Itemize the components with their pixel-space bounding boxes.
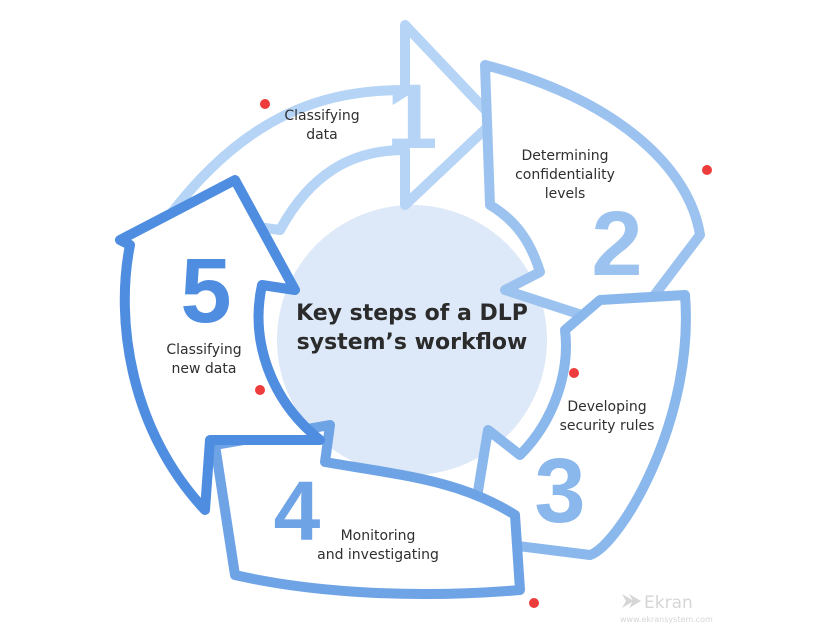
step-2-number: 2	[591, 193, 642, 295]
step-1-label-line: Classifying	[284, 108, 359, 124]
step-3-label: Developing security rules	[560, 399, 655, 434]
step-3-arrow	[465, 290, 691, 560]
red-dot	[260, 99, 270, 109]
center-circle	[277, 205, 547, 475]
step-2-label: Determining confidentiality levels	[515, 148, 615, 202]
step-5-label-line: new data	[172, 361, 237, 377]
red-dots	[255, 99, 712, 608]
step-1-arrow	[165, 20, 500, 235]
ekran-chevron-icon	[622, 594, 641, 608]
step-2-label-line: levels	[545, 186, 586, 202]
step-5-label: Classifying new data	[166, 342, 241, 377]
watermark-brand-name: Ekran	[644, 593, 693, 613]
center-title-line-2: system’s workflow	[297, 330, 528, 355]
step-3-label-line: Developing	[567, 399, 646, 415]
red-dot	[569, 368, 579, 378]
step-numbers: 1 2 3 4 5	[180, 66, 642, 558]
step-1-number: 1	[386, 66, 437, 168]
step-1-label: Classifying data	[284, 108, 359, 143]
step-4-label: Monitoring and investigating	[317, 528, 439, 563]
step-2-label-line: Determining	[521, 148, 608, 164]
center-title-line-1: Key steps of a DLP	[296, 301, 528, 326]
red-dot	[702, 165, 712, 175]
red-dot	[529, 598, 539, 608]
watermark-url: www.ekransystem.com	[620, 615, 713, 624]
step-2-arrow	[480, 60, 705, 335]
step-5-label-line: Classifying	[166, 342, 241, 358]
step-3-number: 3	[534, 440, 585, 542]
step-4-number: 4	[274, 464, 321, 558]
step-5-arrow	[115, 175, 325, 515]
step-3-label-line: security rules	[560, 418, 655, 434]
step-4-arrow	[210, 420, 525, 600]
step-4-label-line: Monitoring	[341, 528, 416, 544]
cycle-arrows	[115, 20, 705, 600]
step-5-number: 5	[180, 240, 231, 342]
red-dot	[255, 385, 265, 395]
step-4-label-line: and investigating	[317, 547, 439, 563]
step-2-label-line: confidentiality	[515, 167, 615, 183]
ekran-logo-watermark: Ekran www.ekransystem.com	[620, 593, 713, 624]
step-1-label-line: data	[306, 127, 338, 143]
